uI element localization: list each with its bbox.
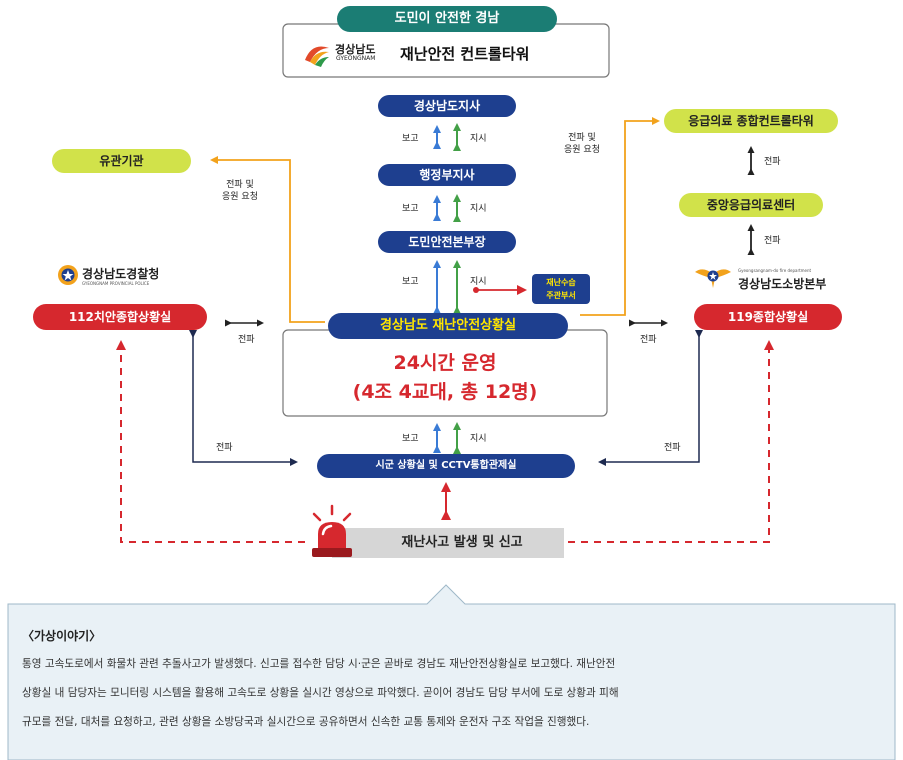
node-police-room: 112치안종합상황실 [33,304,207,330]
label-command-4: 지시 [470,434,487,444]
node-governor: 경상남도지사 [378,95,516,117]
orange-arrow-left [210,156,325,323]
label-relay-right-h: 전파 [640,335,657,345]
label-relay-support-right-1: 전파 및 [568,133,596,143]
incident-label: 재난사고 발생 및 신고 [401,535,523,550]
story-line-2: 상황실 내 담당자는 모니터링 시스템을 활용해 고속도로 상황을 실시간 영상… [22,687,619,699]
label-command-1: 지시 [470,134,487,144]
dashed-line-police [116,340,305,543]
label-relay-support-left-2: 응원 요청 [222,192,258,202]
node-safety-director: 도민안전본부장 [378,231,516,253]
lead-dept-line1: 재난수습 [546,278,576,287]
label-relay-support-left-1: 전파 및 [226,180,254,190]
lead-dept-box: 재난수습 주관부서 [532,274,590,304]
label-report-1: 보고 [402,134,419,144]
label-relay-support-right-2: 응원 요청 [564,145,600,155]
label-relay-right-v: 전파 [664,443,681,453]
node-fire-room: 119종합상황실 [694,304,842,330]
gyeongnam-logo-icon [302,40,332,70]
gyeongnam-logo-sub: GYEONGNAM [336,55,376,62]
story-heading: 〈가상이야기〉 [22,629,102,643]
fire-logo-sub: Gyeongsangnam-do fire department [738,268,812,273]
node-situation-room: 경상남도 재난안전상황실 [328,313,568,339]
fire-logo-text: 경상남도소방본부 [738,277,827,291]
label-relay-support-left: 전파 및 응원 요청 [215,179,265,203]
police-emblem-icon [57,264,79,286]
label-relay-right-2: 전파 [764,236,781,246]
label-report-4: 보고 [402,434,419,444]
label-relay-support-right: 전파 및 응원 요청 [557,132,607,156]
header-title: 재난안전 컨트롤타워 [400,45,530,63]
operation-line-2: (4조 4교대, 총 12명) [352,381,538,403]
node-related-agency: 유관기관 [52,149,191,173]
label-report-3: 보고 [402,277,419,287]
police-city-connector [189,330,298,466]
police-logo-sub: GYEONGNAM PROVINCIAL POLICE [82,281,150,286]
story-line-3: 규모를 전달, 대처를 요청하고, 관련 상황을 소방당국과 실시간으로 공유하… [22,716,590,728]
fire-emblem-icon [693,264,733,290]
label-relay-left-h: 전파 [238,335,255,345]
node-city-room: 시군 상황실 및 CCTV통합관제실 [317,454,575,478]
node-vice-governor: 행정부지사 [378,164,516,186]
label-command-2: 지시 [470,204,487,214]
fire-city-connector [598,330,703,466]
header-banner: 도민이 안전한 경남 [337,6,557,32]
operation-line-1: 24시간 운영 [393,352,497,374]
siren-icon [306,504,358,558]
report-command-arrows [433,123,461,454]
dashed-line-fire [568,340,774,543]
lead-dept-line2: 주관부서 [546,291,576,300]
lead-dept-arrow [473,285,527,295]
label-relay-left-v: 전파 [216,443,233,453]
gyeongnam-logo-text: 경상남도 [335,43,376,56]
node-medical-center: 중앙응급의료센터 [679,193,823,217]
police-logo-text: 경상남도경찰청 [82,267,160,281]
incident-bar [332,528,564,558]
node-emergency-tower: 응급의료 종합컨트롤타워 [664,109,838,133]
label-report-2: 보고 [402,204,419,214]
orange-arrow-right [580,117,660,316]
story-line-1: 통영 고속도로에서 화물차 관련 추돌사고가 발생했다. 신고를 접수한 담당 … [22,658,616,670]
label-command-3: 지시 [470,277,487,287]
label-relay-right-1: 전파 [764,157,781,167]
